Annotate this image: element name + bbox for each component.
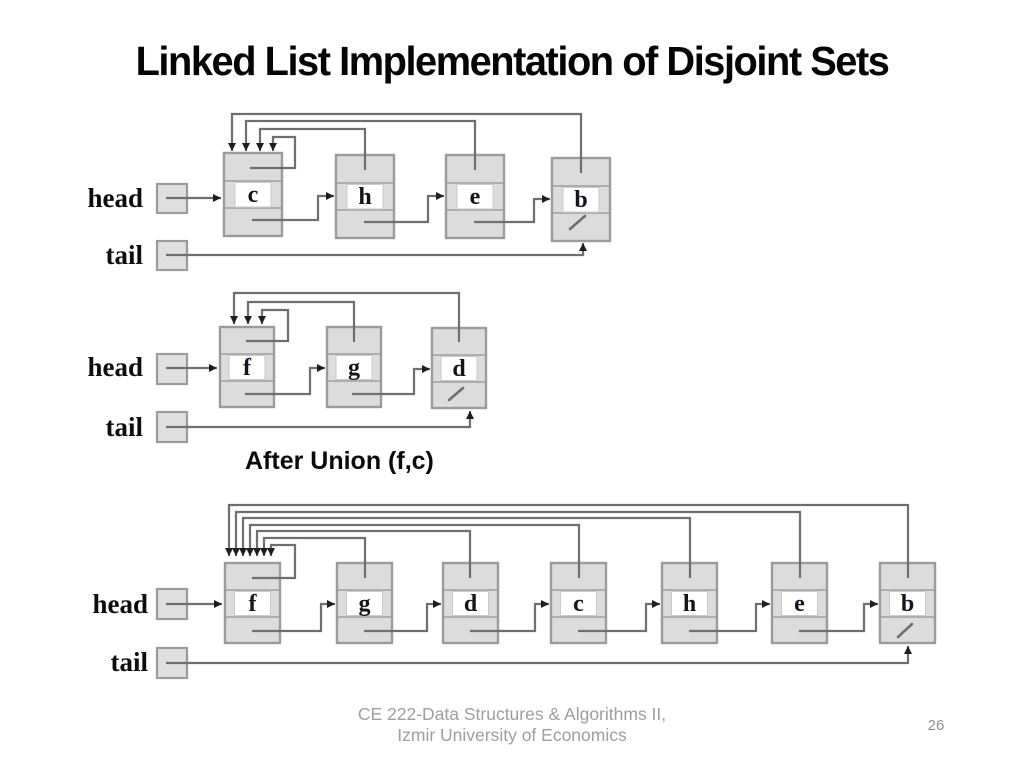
null-slash-icon [447,386,465,402]
tail-pointer-label: tail [106,240,144,270]
node-b: b [878,561,937,645]
rep-pointer-c-c [250,135,297,170]
rep-pointer-g-f [260,536,367,578]
node-label: d [464,591,478,617]
node-label-box [234,182,272,208]
union-caption: After Union (f,c) [245,447,434,475]
null-slash-icon [568,214,587,231]
node-label-box [440,356,478,381]
tail-arrow [166,243,587,257]
node-label: c [573,591,584,617]
null-slash-icon [896,622,914,639]
tail-arrow [166,411,474,429]
next-pointer-e-b [799,600,878,633]
rep-pointer-f-f [252,543,297,580]
node-label: b [901,591,914,617]
footer-line-1: CE 222-Data Structures & Algorithms II, [357,704,667,724]
node-label-box [234,591,271,616]
rep-pointer-f-f [246,308,290,343]
footer-line-2: Izmir University of Economics [397,725,627,745]
rep-pointer-e-c [242,119,477,170]
node-label-box [228,355,266,380]
next-pointer-e-b [474,195,550,224]
head-pointer-label: head [87,352,143,382]
node-label: f [243,355,252,381]
node-label: c [248,182,259,208]
node-label-box [452,591,489,616]
node-label-box [671,591,708,616]
node-label-box [346,184,384,210]
tail-arrow [166,646,912,665]
next-pointer-h-e [689,600,770,633]
rep-pointer-b-f [225,503,910,578]
next-pointer-f-g [245,364,325,396]
node-b: b [550,156,612,243]
node-label-box [346,591,383,616]
rep-pointer-b-c [228,112,583,173]
node-label: e [470,184,481,210]
next-pointer-d-c [470,600,549,633]
node-label: g [348,355,360,381]
node-label: d [452,356,466,382]
node-label: e [794,591,805,617]
next-pointer-h-e [364,192,444,224]
rep-pointer-c-f [246,523,581,578]
node-label: h [358,184,371,210]
next-pointer-c-h [252,192,334,222]
node-f: f [223,561,282,645]
page-number: 26 [927,717,945,734]
head-pointer-label: head [87,183,143,213]
next-pointer-c-h [578,600,660,633]
diagram-set-c: head tail c h e [87,112,612,272]
node-c: c [222,151,284,238]
node-label: g [359,591,371,617]
node-label-box [889,591,926,616]
tail-pointer-label: tail [111,647,149,677]
rep-pointer-h-f [239,516,692,578]
rep-pointer-e-f [232,510,802,578]
diagram-set-f: head tail f g d [87,291,488,444]
next-pointer-g-d [364,600,441,633]
rep-pointer-d-f [230,291,461,342]
node-label: f [249,591,258,617]
node-d: d [441,561,500,645]
tail-pointer-label: tail [106,412,144,442]
node-label-box [560,591,597,616]
node-label-box [456,184,494,210]
node-label: h [683,591,696,617]
diagram-after-union: head tail f g d [92,503,937,680]
rep-pointer-g-f [244,300,356,342]
node-label-box [562,187,600,213]
next-pointer-f-g [252,600,335,633]
node-label-box [781,591,818,616]
node-h: h [334,153,396,240]
slide-title: Linked List Implementation of Disjoint S… [135,38,890,84]
node-label-box [335,355,373,380]
slide-footer: CE 222-Data Structures & Algorithms II, … [172,704,852,746]
node-label: b [574,187,587,213]
head-pointer-label: head [92,589,148,619]
rep-pointer-h-c [256,127,367,170]
next-pointer-g-d [352,365,430,396]
rep-pointer-d-f [253,529,472,578]
